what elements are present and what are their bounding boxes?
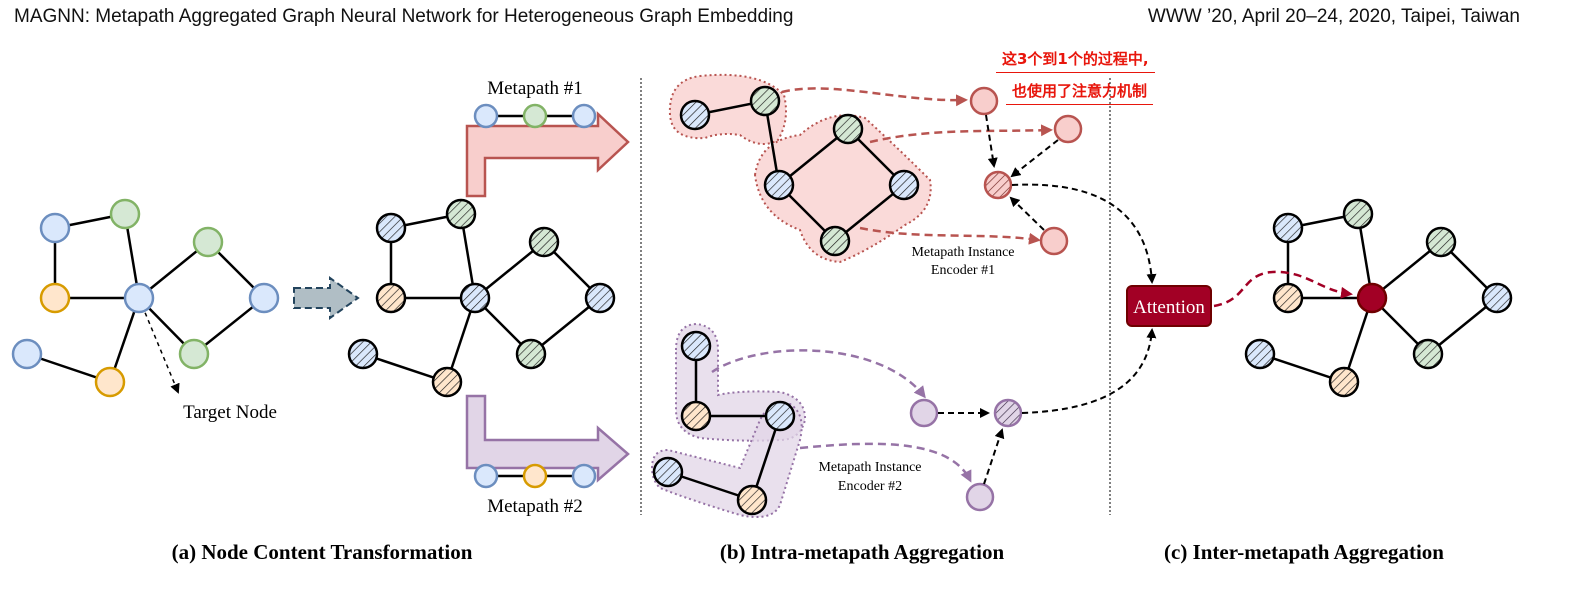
encoder1-label-line1: Metapath Instance — [911, 245, 1014, 260]
encoder2-label-line1: Metapath Instance — [818, 460, 921, 475]
annotation-line-2: 也使用了注意力机制 — [1006, 80, 1154, 105]
metapath2-label: Metapath #2 — [487, 496, 583, 517]
attention-box — [1126, 285, 1212, 327]
encoder1-label-line2: Encoder #1 — [931, 263, 995, 278]
annotation-line-1: 这3个到1个的过程中, — [996, 48, 1155, 73]
target-node-output — [1356, 282, 1388, 314]
attention-label: Attention — [1133, 297, 1205, 318]
target-node-label: Target Node — [183, 402, 277, 423]
caption-c: (c) Inter-metapath Aggregation — [1164, 540, 1444, 564]
graph-a-nodes — [11, 198, 280, 398]
metapath2-schema — [473, 463, 597, 489]
caption-b: (b) Intra-metapath Aggregation — [720, 540, 1005, 564]
header-venue: WWW ’20, April 20–24, 2020, Taipei, Taiw… — [1147, 6, 1520, 27]
encoder2-label-line2: Encoder #2 — [838, 479, 902, 494]
graph-a-transformed-nodes — [347, 198, 616, 398]
header-paper-title: MAGNN: Metapath Aggregated Graph Neural … — [14, 6, 794, 27]
metapath1-label: Metapath #1 — [487, 78, 583, 99]
metapath1-schema — [473, 103, 597, 129]
transform-arrow — [293, 276, 360, 320]
caption-a: (a) Node Content Transformation — [172, 540, 473, 564]
